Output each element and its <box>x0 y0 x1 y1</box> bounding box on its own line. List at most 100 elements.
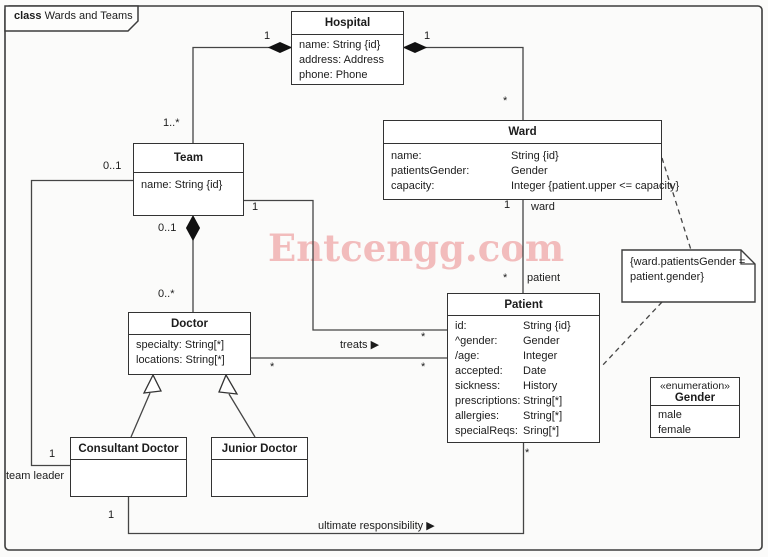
class-junior-doctor-name: Junior Doctor <box>212 438 307 460</box>
attribute-type: Sring[*] <box>523 425 560 437</box>
hospital-ward-association-line <box>404 46 524 120</box>
multiplicity-hospital-team-hospital-end: 1 <box>264 30 271 42</box>
class-consultant-doctor-name: Consultant Doctor <box>71 438 186 460</box>
attribute-name: sickness: <box>455 380 501 392</box>
attribute-name: capacity: <box>391 180 435 192</box>
class-patient-name: Patient <box>448 294 599 316</box>
class-hospital[interactable]: Hospital name: String {id} address: Addr… <box>291 11 404 85</box>
junior-doctor-generalization-line <box>228 393 256 438</box>
class-junior-doctor[interactable]: Junior Doctor <box>211 437 308 497</box>
attribute: name: String {id} <box>141 179 223 191</box>
multiplicity-treats-patient-end: * <box>421 361 426 373</box>
association-name-treats: treats ▶ <box>340 339 380 351</box>
multiplicity-hospital-team-team-end: 1..* <box>163 117 180 129</box>
attribute-type: Gender <box>523 335 560 347</box>
note-anchor-patient-dashed-line <box>600 301 663 368</box>
multiplicity-team-leader-team-end: 0..1 <box>103 160 122 172</box>
attribute: prescriptions: String[*] <box>455 394 592 409</box>
attribute: capacity: Integer {patient.upper <= capa… <box>391 179 679 194</box>
attribute: specialReqs: Sring[*] <box>455 424 592 439</box>
composition-diamond-hospital-ward <box>402 41 428 54</box>
note-fold-corner <box>740 250 755 265</box>
enumeration-gender[interactable]: «enumeration» Gender male female <box>650 377 740 438</box>
attribute: name: String {id} <box>299 39 381 51</box>
attribute-name: patientsGender: <box>391 165 470 177</box>
role-ward: ward <box>531 201 555 213</box>
class-junior-doctor-attributes <box>212 460 307 496</box>
association-name-ultimate-responsibility: ultimate responsibility ▶ <box>318 520 435 532</box>
attribute-name: id: <box>455 320 467 332</box>
enumeration-stereotype: «enumeration» <box>659 379 731 392</box>
multiplicity-ward-patient-ward-end: 1 <box>504 199 511 211</box>
attribute: id: String {id} <box>455 319 592 334</box>
attribute-name: allergies: <box>455 410 500 422</box>
multiplicity-hospital-ward-hospital-end: 1 <box>424 30 431 42</box>
frame-tab <box>4 5 139 32</box>
attribute-type: Gender <box>511 165 548 177</box>
attribute-name: /age: <box>455 350 480 362</box>
multiplicity-team-doctor-doctor-end: 0..* <box>158 288 175 300</box>
class-consultant-doctor[interactable]: Consultant Doctor <box>70 437 187 497</box>
class-doctor[interactable]: Doctor specialty: String[*] locations: S… <box>128 312 251 375</box>
class-ward-name: Ward <box>384 121 661 144</box>
generalization-triangle-junior <box>218 373 239 395</box>
frame-name: Wards and Teams <box>44 10 133 22</box>
class-patient-attributes: id: String {id} ^gender: Gender /age: In… <box>448 316 599 442</box>
attribute: ^gender: Gender <box>455 334 592 349</box>
attribute-type: Date <box>523 365 547 377</box>
team-patient-association-line <box>244 199 447 331</box>
hospital-team-association-line <box>192 46 291 143</box>
composition-diamond-hospital-team <box>267 41 293 54</box>
multiplicity-ultimate-patient-end: * <box>525 447 530 459</box>
attribute: phone: Phone <box>299 69 368 81</box>
role-patient: patient <box>527 272 561 284</box>
attribute: /age: Integer <box>455 349 592 364</box>
attribute-name: name: <box>391 150 422 162</box>
attribute-type: String[*] <box>523 410 563 422</box>
consultant-doctor-generalization-line <box>130 392 151 438</box>
class-ward[interactable]: Ward name: String {id} patientsGender: G… <box>383 120 679 200</box>
enumeration-gender-header: «enumeration» Gender <box>651 378 739 406</box>
attribute-name: accepted: <box>455 365 503 377</box>
attribute: accepted: Date <box>455 364 592 379</box>
role-team-leader: team leader <box>6 470 65 482</box>
attribute-type: String[*] <box>523 395 563 407</box>
frame-border <box>4 5 763 551</box>
generalization-triangle-consultant <box>142 373 162 394</box>
multiplicity-hospital-ward-ward-end: * <box>503 95 508 107</box>
attribute: allergies: String[*] <box>455 409 592 424</box>
attribute-name: ^gender: <box>455 335 498 347</box>
attribute-type: String {id} <box>523 320 571 332</box>
class-team-name: Team <box>134 144 243 173</box>
attribute-type: History <box>523 380 558 392</box>
team-leader-association-line <box>30 179 133 467</box>
attribute: locations: String[*] <box>136 354 225 366</box>
multiplicity-team-patient-team-end: 1 <box>252 201 259 213</box>
multiplicity-ultimate-consultant-end: 1 <box>108 509 115 521</box>
attribute: address: Address <box>299 54 384 66</box>
watermark: Entcengg.com <box>268 226 565 270</box>
enumeration-gender-literals: male female <box>651 406 739 440</box>
class-team-attributes: name: String {id} <box>134 173 243 215</box>
attribute-name: specialReqs: <box>455 425 518 437</box>
multiplicity-team-doctor-team-end: 0..1 <box>158 222 177 234</box>
class-patient[interactable]: Patient id: String {id} ^gender: Gender … <box>447 293 600 443</box>
attribute: name: String {id} <box>391 149 654 164</box>
class-doctor-name: Doctor <box>129 313 250 335</box>
enum-literal: female <box>658 423 692 436</box>
class-hospital-attributes: name: String {id} address: Address phone… <box>292 35 403 86</box>
class-team[interactable]: Team name: String {id} <box>133 143 244 216</box>
composition-diamond-team-doctor <box>185 214 201 242</box>
note-anchor-ward-dashed-line <box>661 157 692 251</box>
class-consultant-doctor-attributes <box>71 460 186 496</box>
note-shape[interactable] <box>621 249 756 303</box>
multiplicity-team-leader-consultant-end: 1 <box>49 448 56 460</box>
enum-literal: male <box>658 409 682 421</box>
multiplicity-team-patient-patient-end: * <box>421 331 426 343</box>
attribute-type: Integer <box>523 350 558 362</box>
enumeration-gender-name: Gender <box>674 391 716 404</box>
attribute: specialty: String[*] <box>136 339 225 351</box>
note-constraint-text: {ward.patientsGender = patient.gender} <box>630 256 746 283</box>
